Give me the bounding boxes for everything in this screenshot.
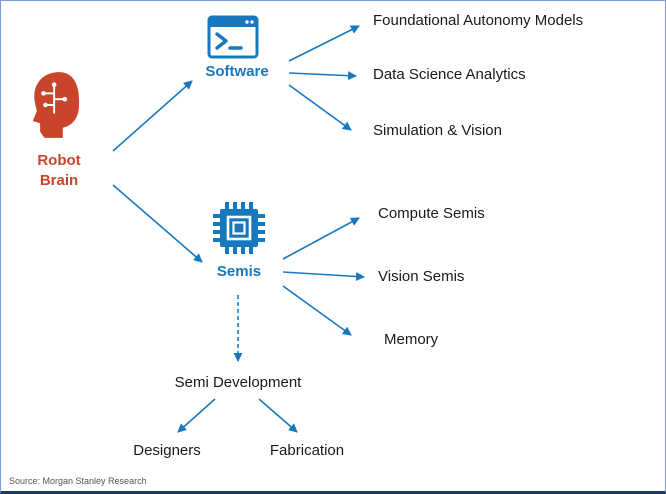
head-circuit-icon	[32, 72, 80, 138]
robot-brain-label-line2: Brain	[39, 172, 79, 189]
leaf-foundational-autonomy-models: Foundational Autonomy Models	[373, 12, 584, 29]
chip-icon	[213, 202, 265, 254]
semis-label: Semis	[216, 263, 262, 280]
edge-root-to-software	[112, 80, 193, 152]
terminal-window-icon	[207, 15, 259, 59]
software-label: Software	[205, 63, 269, 80]
edge-semis-to-memory	[282, 285, 352, 336]
edge-root-to-semis	[112, 184, 203, 263]
edge-software-to-datascience	[288, 71, 357, 81]
semi-development-label: Semi Development	[174, 374, 302, 391]
source-note: Source: Morgan Stanley Research	[9, 476, 147, 486]
robot-brain-node	[29, 71, 87, 144]
software-node	[207, 15, 259, 64]
semis-node	[212, 201, 266, 260]
leaf-data-science-analytics: Data Science Analytics	[373, 66, 526, 83]
edge-semis-to-compute	[282, 217, 360, 260]
edge-semis-to-vision	[282, 271, 365, 281]
edge-software-to-simulation	[288, 84, 352, 131]
leaf-compute-semis: Compute Semis	[378, 205, 485, 222]
edge-semidev-to-fabrication	[258, 398, 298, 433]
robot-brain-label-line1: Robot	[37, 152, 81, 169]
leaf-vision-semis: Vision Semis	[378, 268, 465, 285]
leaf-designers: Designers	[133, 442, 201, 459]
edge-software-to-foundational	[288, 25, 360, 62]
leaf-simulation-and-vision: Simulation & Vision	[373, 122, 502, 139]
leaf-fabrication: Fabrication	[269, 442, 345, 459]
edge-semidev-to-designers	[177, 398, 216, 433]
leaf-memory: Memory	[384, 331, 439, 348]
robot-brain-label: Robot Brain	[17, 151, 101, 191]
